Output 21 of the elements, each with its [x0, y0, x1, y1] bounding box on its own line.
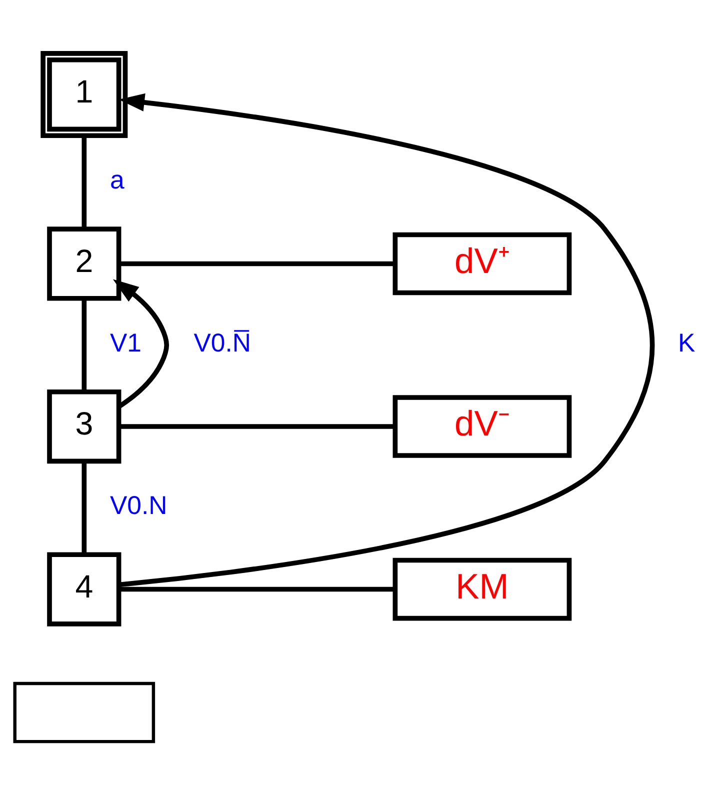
- connector: [119, 424, 395, 428]
- node-box: 4: [47, 552, 122, 626]
- node-box: [13, 681, 156, 743]
- connector: [119, 260, 395, 266]
- arrow: [118, 92, 654, 587]
- connector: [82, 135, 87, 228]
- node-box: 2: [47, 226, 122, 300]
- node-box: 1: [40, 50, 128, 138]
- node-box: dV⁻: [392, 394, 572, 458]
- connector: [82, 298, 87, 391]
- edge-label: K: [678, 328, 696, 357]
- edge-label: V1: [110, 328, 142, 357]
- arrow: [112, 278, 170, 408]
- connector: [119, 586, 395, 592]
- node-box: KM: [392, 557, 572, 620]
- node-box: dV⁺: [392, 232, 572, 295]
- connector: [82, 460, 87, 554]
- edge-label: V0.N̅: [194, 328, 252, 357]
- node-box: 3: [47, 388, 122, 464]
- edge-label: V0.N: [110, 492, 168, 520]
- edge-label: a: [110, 166, 124, 194]
